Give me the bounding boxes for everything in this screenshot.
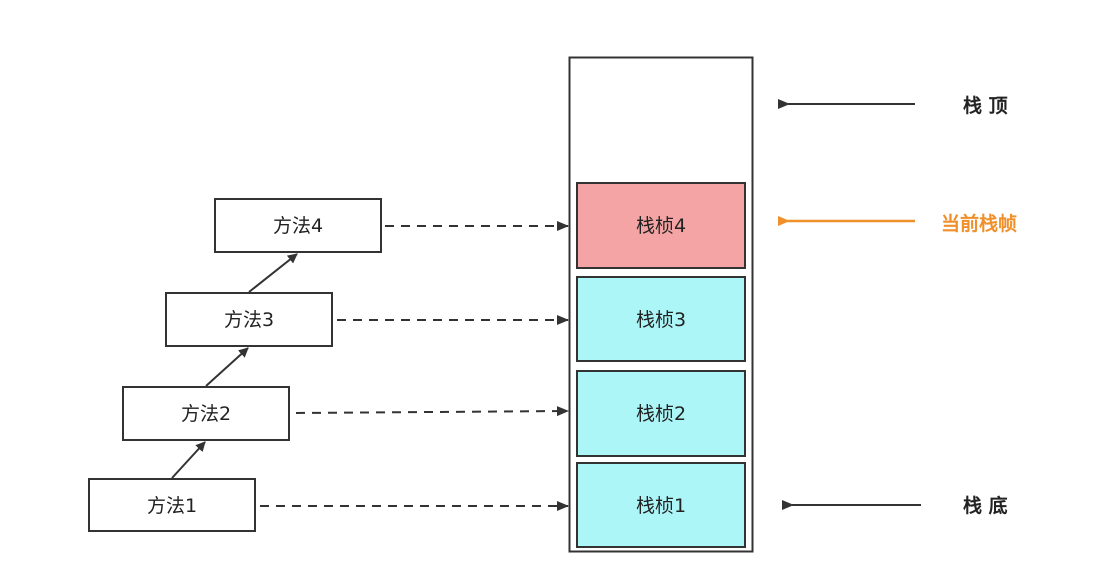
stack-frame-4-box xyxy=(576,182,746,269)
stack-frame-2-label: 栈桢2 xyxy=(636,403,686,425)
stack-frame-4-label: 栈桢4 xyxy=(636,215,686,237)
method-box-2: 方法2 xyxy=(122,386,290,441)
method-box-2-label: 方法2 xyxy=(181,403,231,425)
method-box-1-label: 方法1 xyxy=(147,495,197,517)
stack-frame-3-box xyxy=(576,276,746,362)
stack-frame-1-label: 栈桢1 xyxy=(636,495,686,517)
mapping-arrow-2 xyxy=(295,406,569,417)
stack-frame-1-box xyxy=(576,462,746,548)
method-box-3-rect xyxy=(165,292,333,347)
method-box-4-label: 方法4 xyxy=(273,215,323,237)
method-box-1-rect xyxy=(88,478,256,532)
call-arrow-2-to-3 xyxy=(205,347,249,387)
stack-frame-4: 栈桢4 xyxy=(576,182,746,269)
stack-bottom-label: 栈 底 xyxy=(963,494,1008,517)
method-box-3: 方法3 xyxy=(165,292,333,347)
call-arrow-1-to-2 xyxy=(171,441,206,479)
method-box-4: 方法4 xyxy=(214,198,382,253)
stack-frame-3: 栈桢3 xyxy=(576,276,746,362)
stack-top-label: 栈 顶 xyxy=(963,94,1008,117)
method-box-2-rect xyxy=(122,386,290,441)
current-frame-label: 当前栈帧 xyxy=(941,212,1017,235)
stack-frame-2: 栈桢2 xyxy=(576,370,746,457)
stack-frame-3-label: 栈桢3 xyxy=(636,309,686,331)
method-box-3-label: 方法3 xyxy=(224,309,274,331)
method-box-4-rect xyxy=(214,198,382,253)
stack-frame-2-box xyxy=(576,370,746,457)
stack-frame-1: 栈桢1 xyxy=(576,462,746,548)
call-arrow-3-to-4 xyxy=(248,253,298,293)
method-box-1: 方法1 xyxy=(88,478,256,532)
